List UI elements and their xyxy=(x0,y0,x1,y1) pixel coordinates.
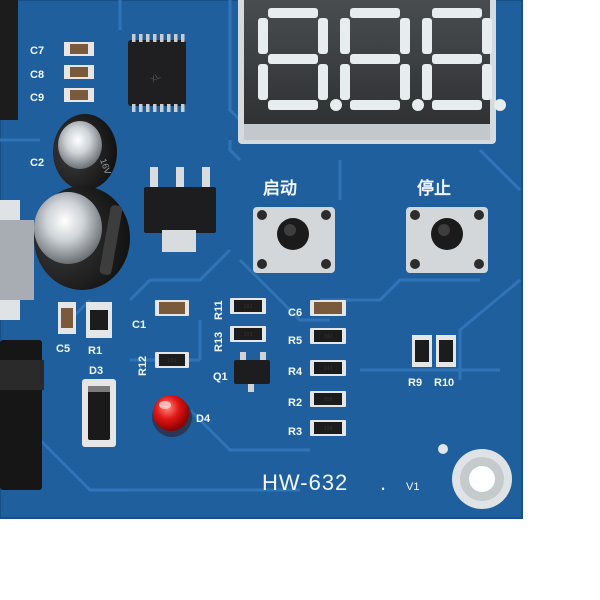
display-digit xyxy=(340,8,424,111)
svg-text:392: 392 xyxy=(323,334,332,340)
label-c1: C1 xyxy=(132,319,146,331)
start-label: 启动 xyxy=(263,178,297,198)
label-d4: D4 xyxy=(196,413,211,425)
led-display xyxy=(238,0,506,144)
ic-chip: XL xyxy=(128,34,186,112)
label-c7: C7 xyxy=(30,45,44,57)
label-q1: Q1 xyxy=(213,371,228,383)
diode-d3 xyxy=(82,379,116,447)
stop-button[interactable] xyxy=(406,207,488,273)
voltage-regulator xyxy=(144,167,216,252)
led-d4 xyxy=(152,395,192,437)
decimal-point xyxy=(330,99,342,111)
svg-text:243: 243 xyxy=(323,366,332,372)
decimal-point xyxy=(412,99,424,111)
mounting-hole xyxy=(452,449,512,509)
label-c8: C8 xyxy=(30,69,44,81)
board-version: V1 xyxy=(406,481,419,493)
transistor-q1 xyxy=(234,352,270,392)
smd-caps-top-left xyxy=(64,42,94,102)
stop-label: 停止 xyxy=(417,178,451,198)
label-r1: R1 xyxy=(88,345,102,357)
left-connector xyxy=(0,0,18,120)
electrolytic-capacitor-small: 16V xyxy=(53,114,117,190)
label-c6: C6 xyxy=(288,307,302,319)
label-r12: R12 xyxy=(137,356,149,376)
label-c9: C9 xyxy=(30,92,44,104)
label-d3: D3 xyxy=(89,365,103,377)
smd-components: 202 103 201 392 243 300 300 xyxy=(58,298,456,436)
svg-text:300: 300 xyxy=(323,426,332,432)
label-c2: C2 xyxy=(30,157,44,169)
label-r11: R11 xyxy=(213,300,225,320)
label-r9: R9 xyxy=(408,377,422,389)
pcb-traces xyxy=(0,0,522,492)
svg-text:202: 202 xyxy=(243,304,252,310)
start-button[interactable] xyxy=(253,207,335,273)
svg-text:300: 300 xyxy=(323,397,332,403)
svg-text:103: 103 xyxy=(243,332,252,338)
board-model: HW-632 xyxy=(262,470,348,495)
display-digit xyxy=(258,8,342,111)
display-digit xyxy=(422,8,506,111)
label-r5: R5 xyxy=(288,335,302,347)
label-r10: R10 xyxy=(434,377,454,389)
label-c5: C5 xyxy=(56,343,70,355)
label-r13: R13 xyxy=(213,332,225,352)
label-r2: R2 xyxy=(288,397,302,409)
label-r3: R3 xyxy=(288,426,302,438)
decimal-point xyxy=(494,99,506,111)
svg-text:201: 201 xyxy=(167,358,176,364)
label-r4: R4 xyxy=(288,366,303,378)
board-dot: . xyxy=(380,470,387,495)
electrolytic-capacitor-large xyxy=(34,186,130,290)
